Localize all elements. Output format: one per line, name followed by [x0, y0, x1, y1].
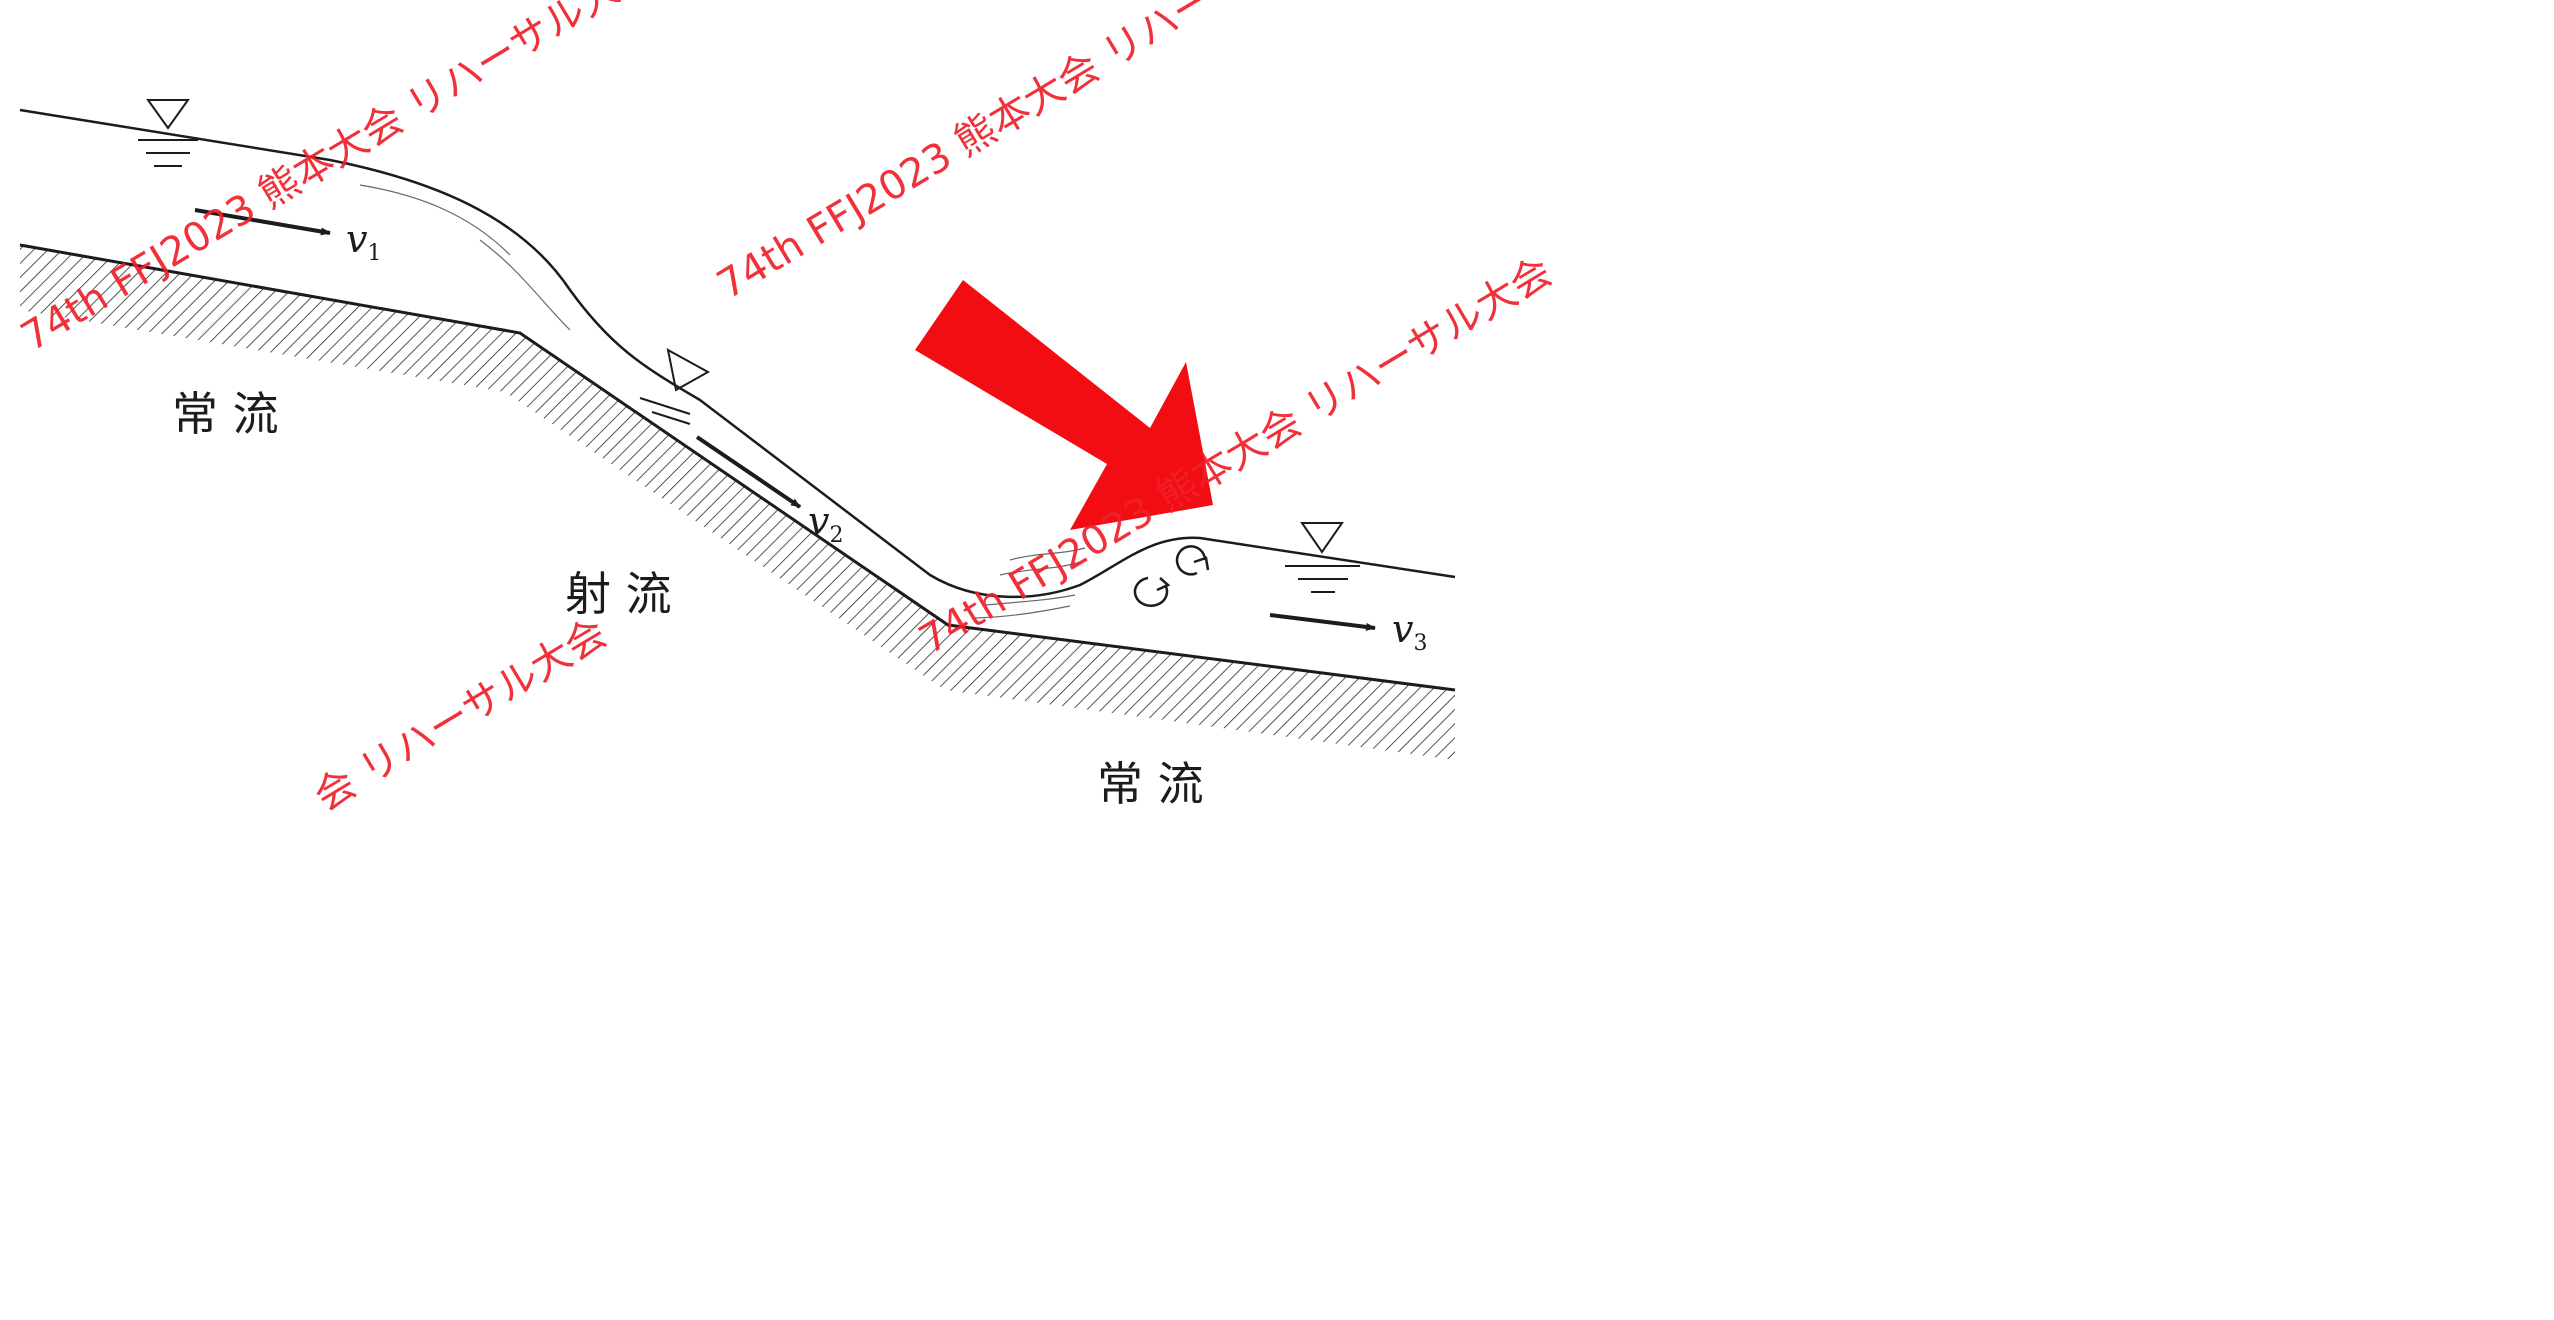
channel-bed-line [19, 243, 1456, 692]
label-downstream-subcritical-flow: 常 流 [1097, 757, 1204, 810]
velocity-label-v3: v3 [1392, 607, 1427, 656]
velocity-arrow-v3-icon [1269, 613, 1376, 631]
watermark-text: 会 リハーサル大会 [306, 610, 614, 810]
velocity-arrow-v2-icon [695, 435, 802, 509]
velocity-arrow-v1-icon [194, 208, 331, 236]
hydraulic-jump-diagram: v1 v2 v3 常 流 射 流 常 流 74th FFJ2023 熊本大会 リ… [13, 0, 1559, 810]
water-level-marker-upstream-icon [138, 99, 198, 167]
watermark-text: 74th FFJ2023 熊本大会 リハーサル大会 [709, 0, 1357, 309]
eddy-swirl-icon [1133, 545, 1210, 607]
velocity-label-v2: v2 [808, 499, 843, 548]
label-supercritical-flow: 射 流 [565, 567, 672, 621]
water-level-marker-chute-icon [639, 348, 711, 425]
water-level-marker-downstream-icon [1285, 522, 1360, 593]
flow-streaks [359, 184, 1086, 619]
water-surface [19, 108, 1456, 599]
channel-bed-hatching [20, 245, 1455, 760]
velocity-label-v1: v1 [346, 217, 381, 266]
highlight-arrow-icon [915, 280, 1213, 530]
label-upstream-subcritical-flow: 常 流 [172, 387, 279, 441]
watermark-text: 74th FFJ2023 熊本大会 リハーサル大会 [911, 249, 1559, 664]
